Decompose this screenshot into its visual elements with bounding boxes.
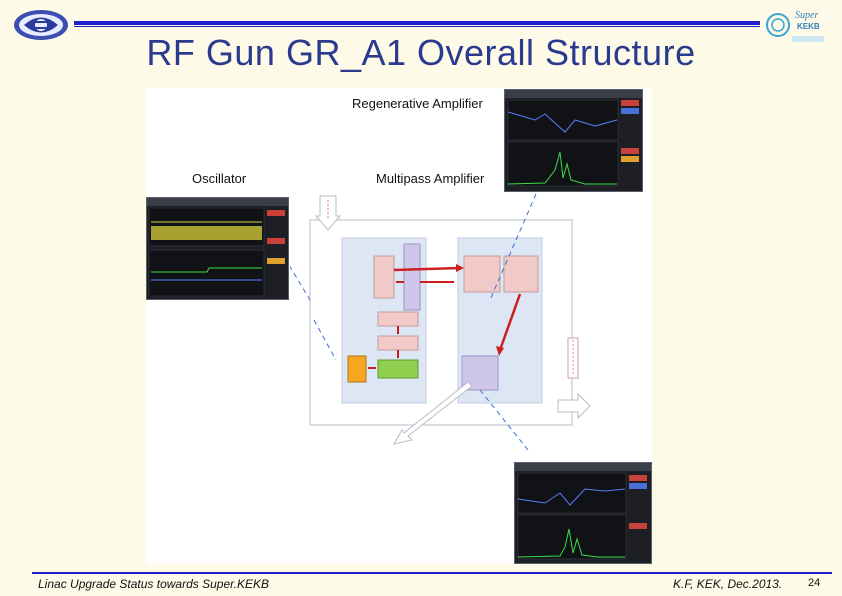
laser-block-diagram <box>279 190 610 451</box>
footer-left-text: Linac Upgrade Status towards Super.KEKB <box>38 577 270 591</box>
page-number: 24 <box>808 577 821 589</box>
page-title: RF Gun GR_A1 Overall Structure <box>146 32 696 73</box>
regenerative-scope-screenshot <box>504 89 643 192</box>
multipass-scope-screenshot <box>514 462 652 564</box>
label-multipass-amplifier: Multipass Amplifier <box>376 171 485 186</box>
footer-right-text: K.F, KEK, Dec.2013. <box>673 577 783 591</box>
header-rule-top <box>74 21 760 25</box>
superkekb-logo: Super KEKB <box>764 8 828 46</box>
oscillator-scope-screenshot <box>146 197 289 300</box>
label-oscillator: Oscillator <box>192 171 247 186</box>
superkekb-logo-line1: Super <box>795 10 819 21</box>
kek-logo <box>12 8 70 42</box>
superkekb-logo-line2: KEKB <box>797 22 820 31</box>
footer-rule <box>32 572 832 574</box>
header-rule-bottom <box>74 26 760 27</box>
label-regenerative-amplifier: Regenerative Amplifier <box>352 96 483 111</box>
